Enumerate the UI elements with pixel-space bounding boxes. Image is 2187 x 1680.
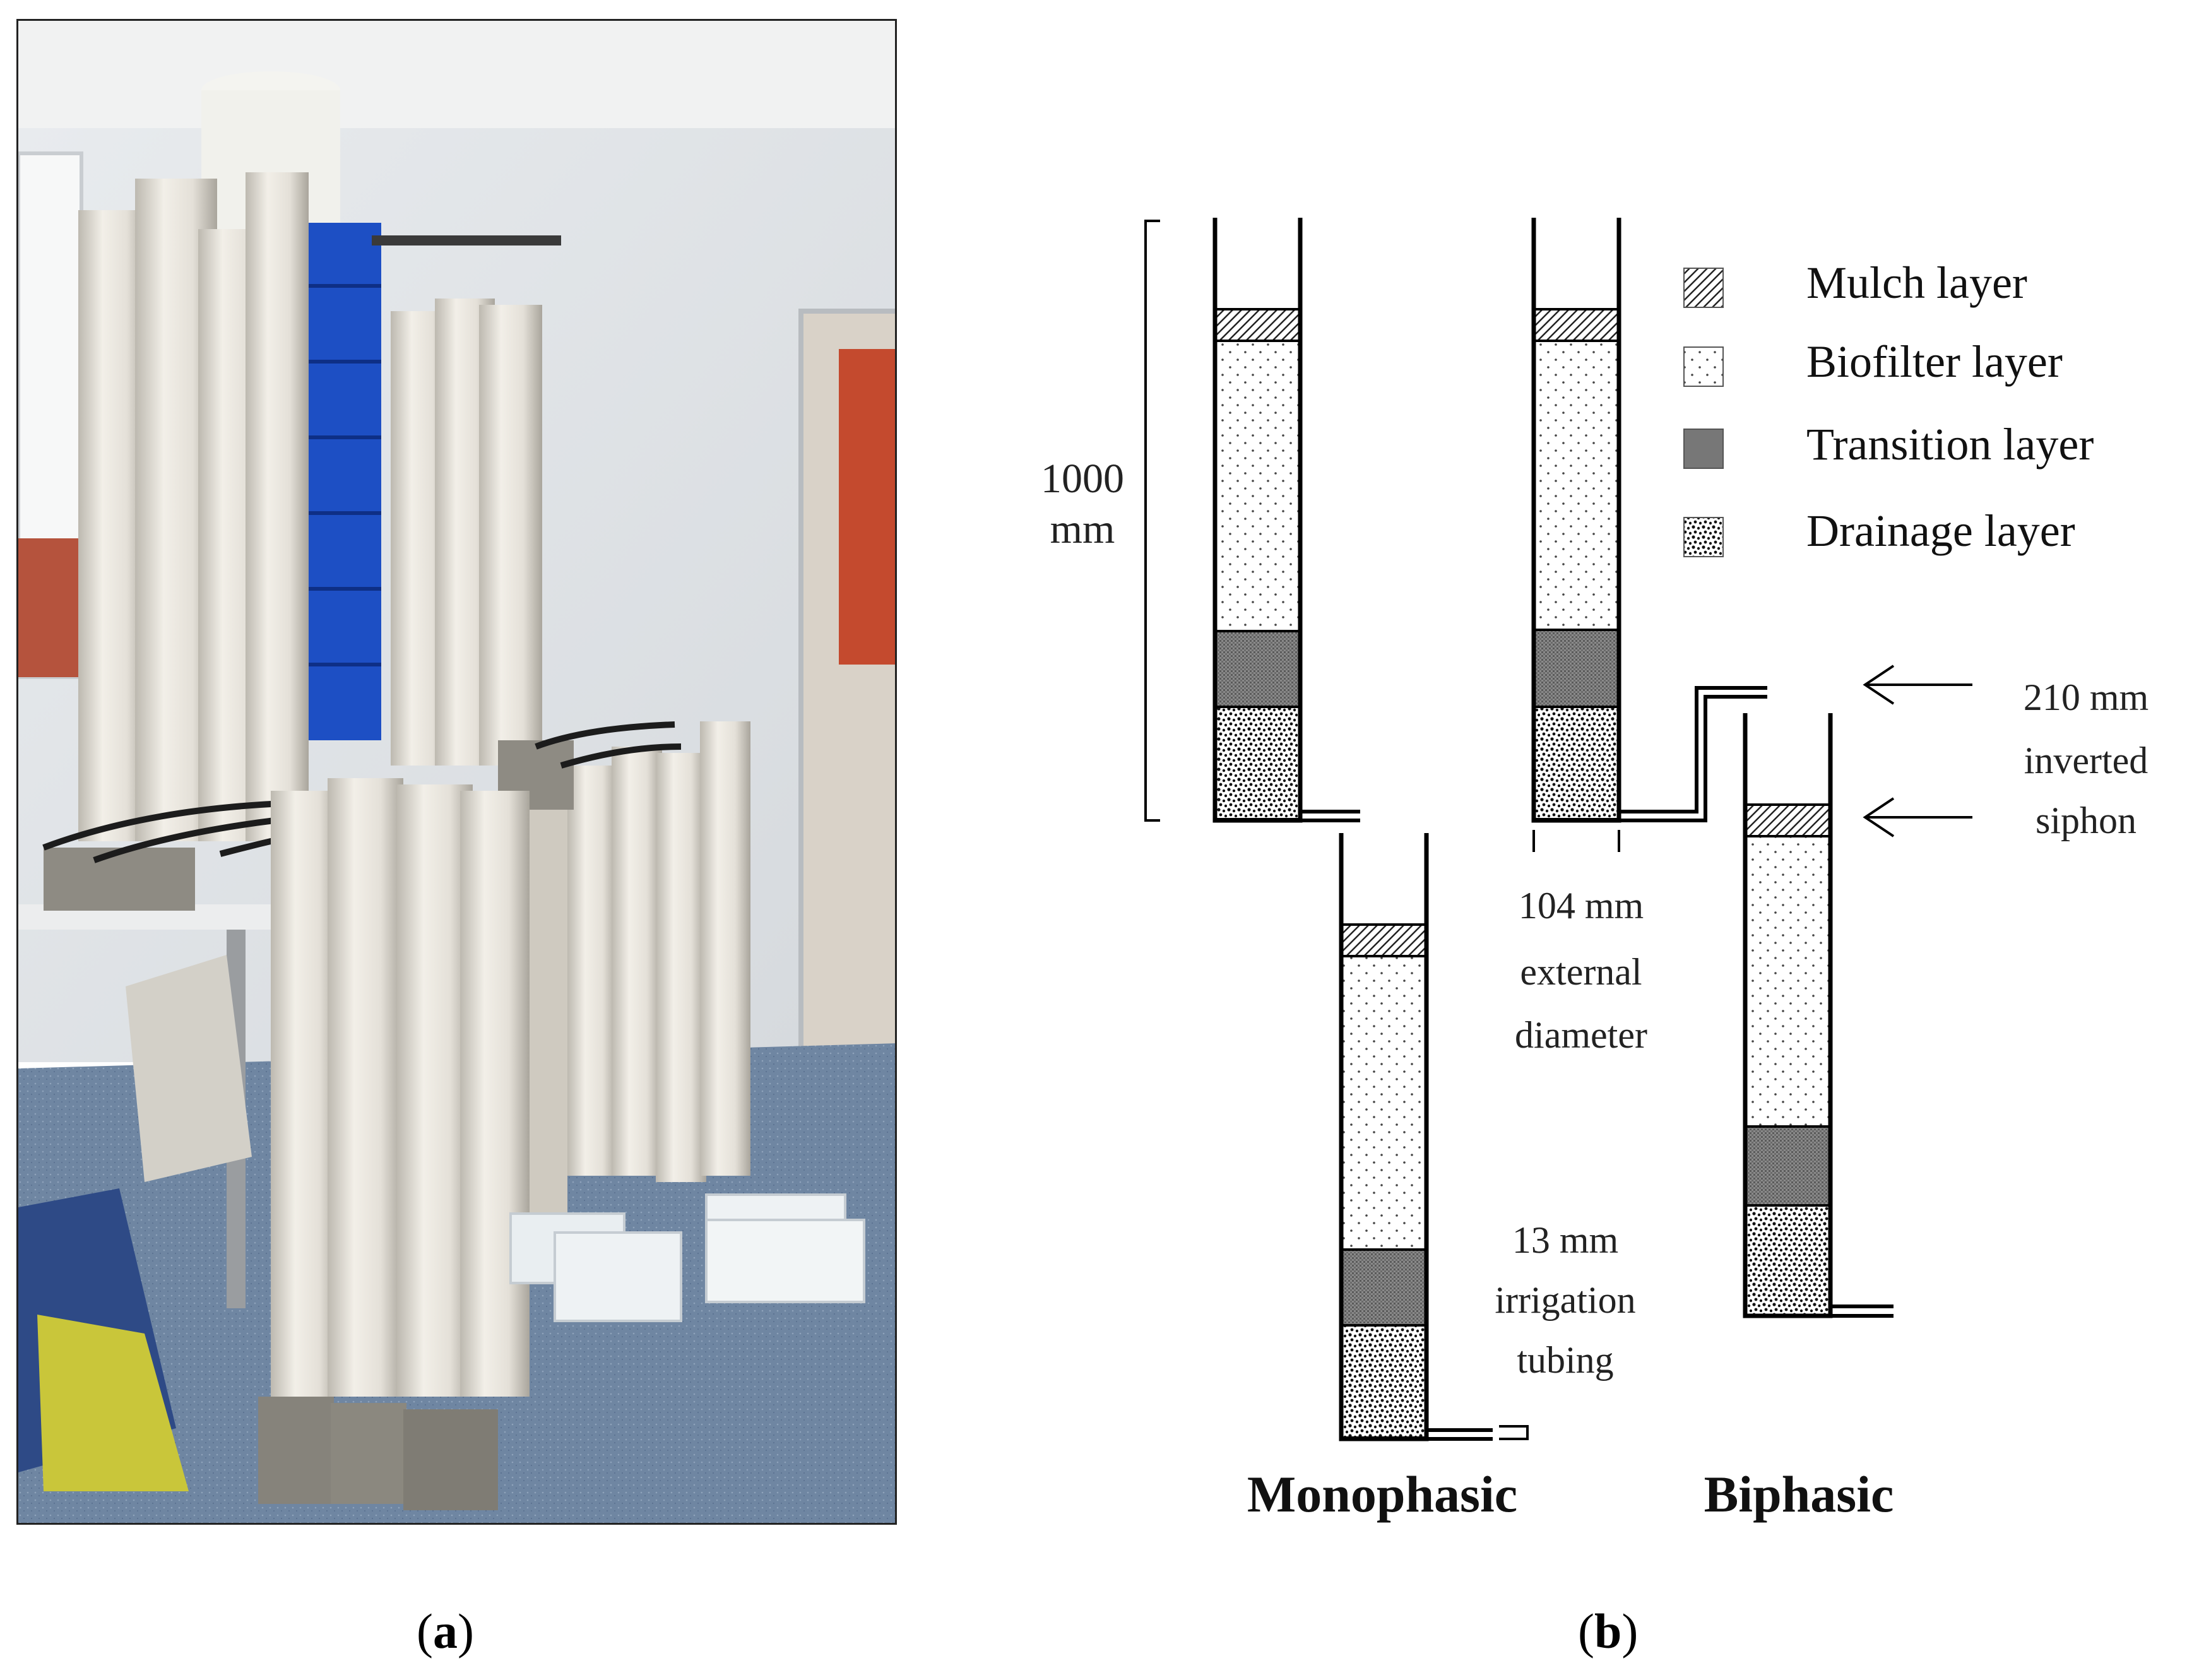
height-unit: mm bbox=[1050, 506, 1115, 552]
column-schematic: 1000 mm bbox=[1041, 218, 2148, 1523]
biphasic-label: Biphasic bbox=[1704, 1465, 1894, 1523]
legend: Mulch layer Biofilter layer Transition l… bbox=[1683, 257, 2094, 557]
tubing-label-line2: irrigation bbox=[1495, 1279, 1635, 1321]
caption-panel-a: (a) bbox=[417, 1604, 474, 1659]
photo-panel bbox=[16, 19, 897, 1525]
siphon-label-line2: inverted bbox=[2024, 740, 2148, 781]
legend-label-biofilter: Biofilter layer bbox=[1806, 336, 2063, 387]
caption-panel-b: (b) bbox=[1578, 1604, 1639, 1659]
diameter-label-line2: external bbox=[1520, 951, 1642, 993]
tubing-label-line3: tubing bbox=[1517, 1339, 1613, 1381]
column-biphasic-2 bbox=[1743, 713, 1894, 1318]
column-biphasic-1 bbox=[1531, 218, 1767, 852]
legend-swatch-mulch bbox=[1683, 268, 1724, 308]
legend-swatch-transition bbox=[1683, 429, 1724, 469]
lab-photo bbox=[18, 21, 895, 1523]
legend-label-transition: Transition layer bbox=[1806, 419, 2094, 470]
legend-swatch-drainage bbox=[1683, 517, 1724, 557]
column-monophasic-1 bbox=[1212, 218, 1360, 823]
siphon-arrows bbox=[1863, 665, 1972, 837]
diameter-label-line3: diameter bbox=[1515, 1014, 1647, 1056]
tubing-label-line1: 13 mm bbox=[1512, 1219, 1618, 1261]
legend-label-drainage: Drainage layer bbox=[1806, 506, 2075, 556]
legend-swatch-biofilter bbox=[1683, 346, 1724, 387]
caption-panel-a-letter: a bbox=[432, 1604, 458, 1659]
siphon-label-line1: 210 mm bbox=[2024, 677, 2148, 718]
diagram-panel: 1000 mm bbox=[985, 151, 2187, 1578]
diameter-label-line1: 104 mm bbox=[1519, 885, 1644, 926]
height-dimension-bracket bbox=[1144, 220, 1160, 822]
caption-panel-b-letter: b bbox=[1594, 1604, 1622, 1659]
column-monophasic-2 bbox=[1339, 833, 1529, 1441]
siphon-label-line3: siphon bbox=[2036, 800, 2137, 841]
monophasic-label: Monophasic bbox=[1247, 1465, 1517, 1523]
height-value: 1000 bbox=[1041, 456, 1124, 502]
legend-label-mulch: Mulch layer bbox=[1806, 257, 2027, 308]
